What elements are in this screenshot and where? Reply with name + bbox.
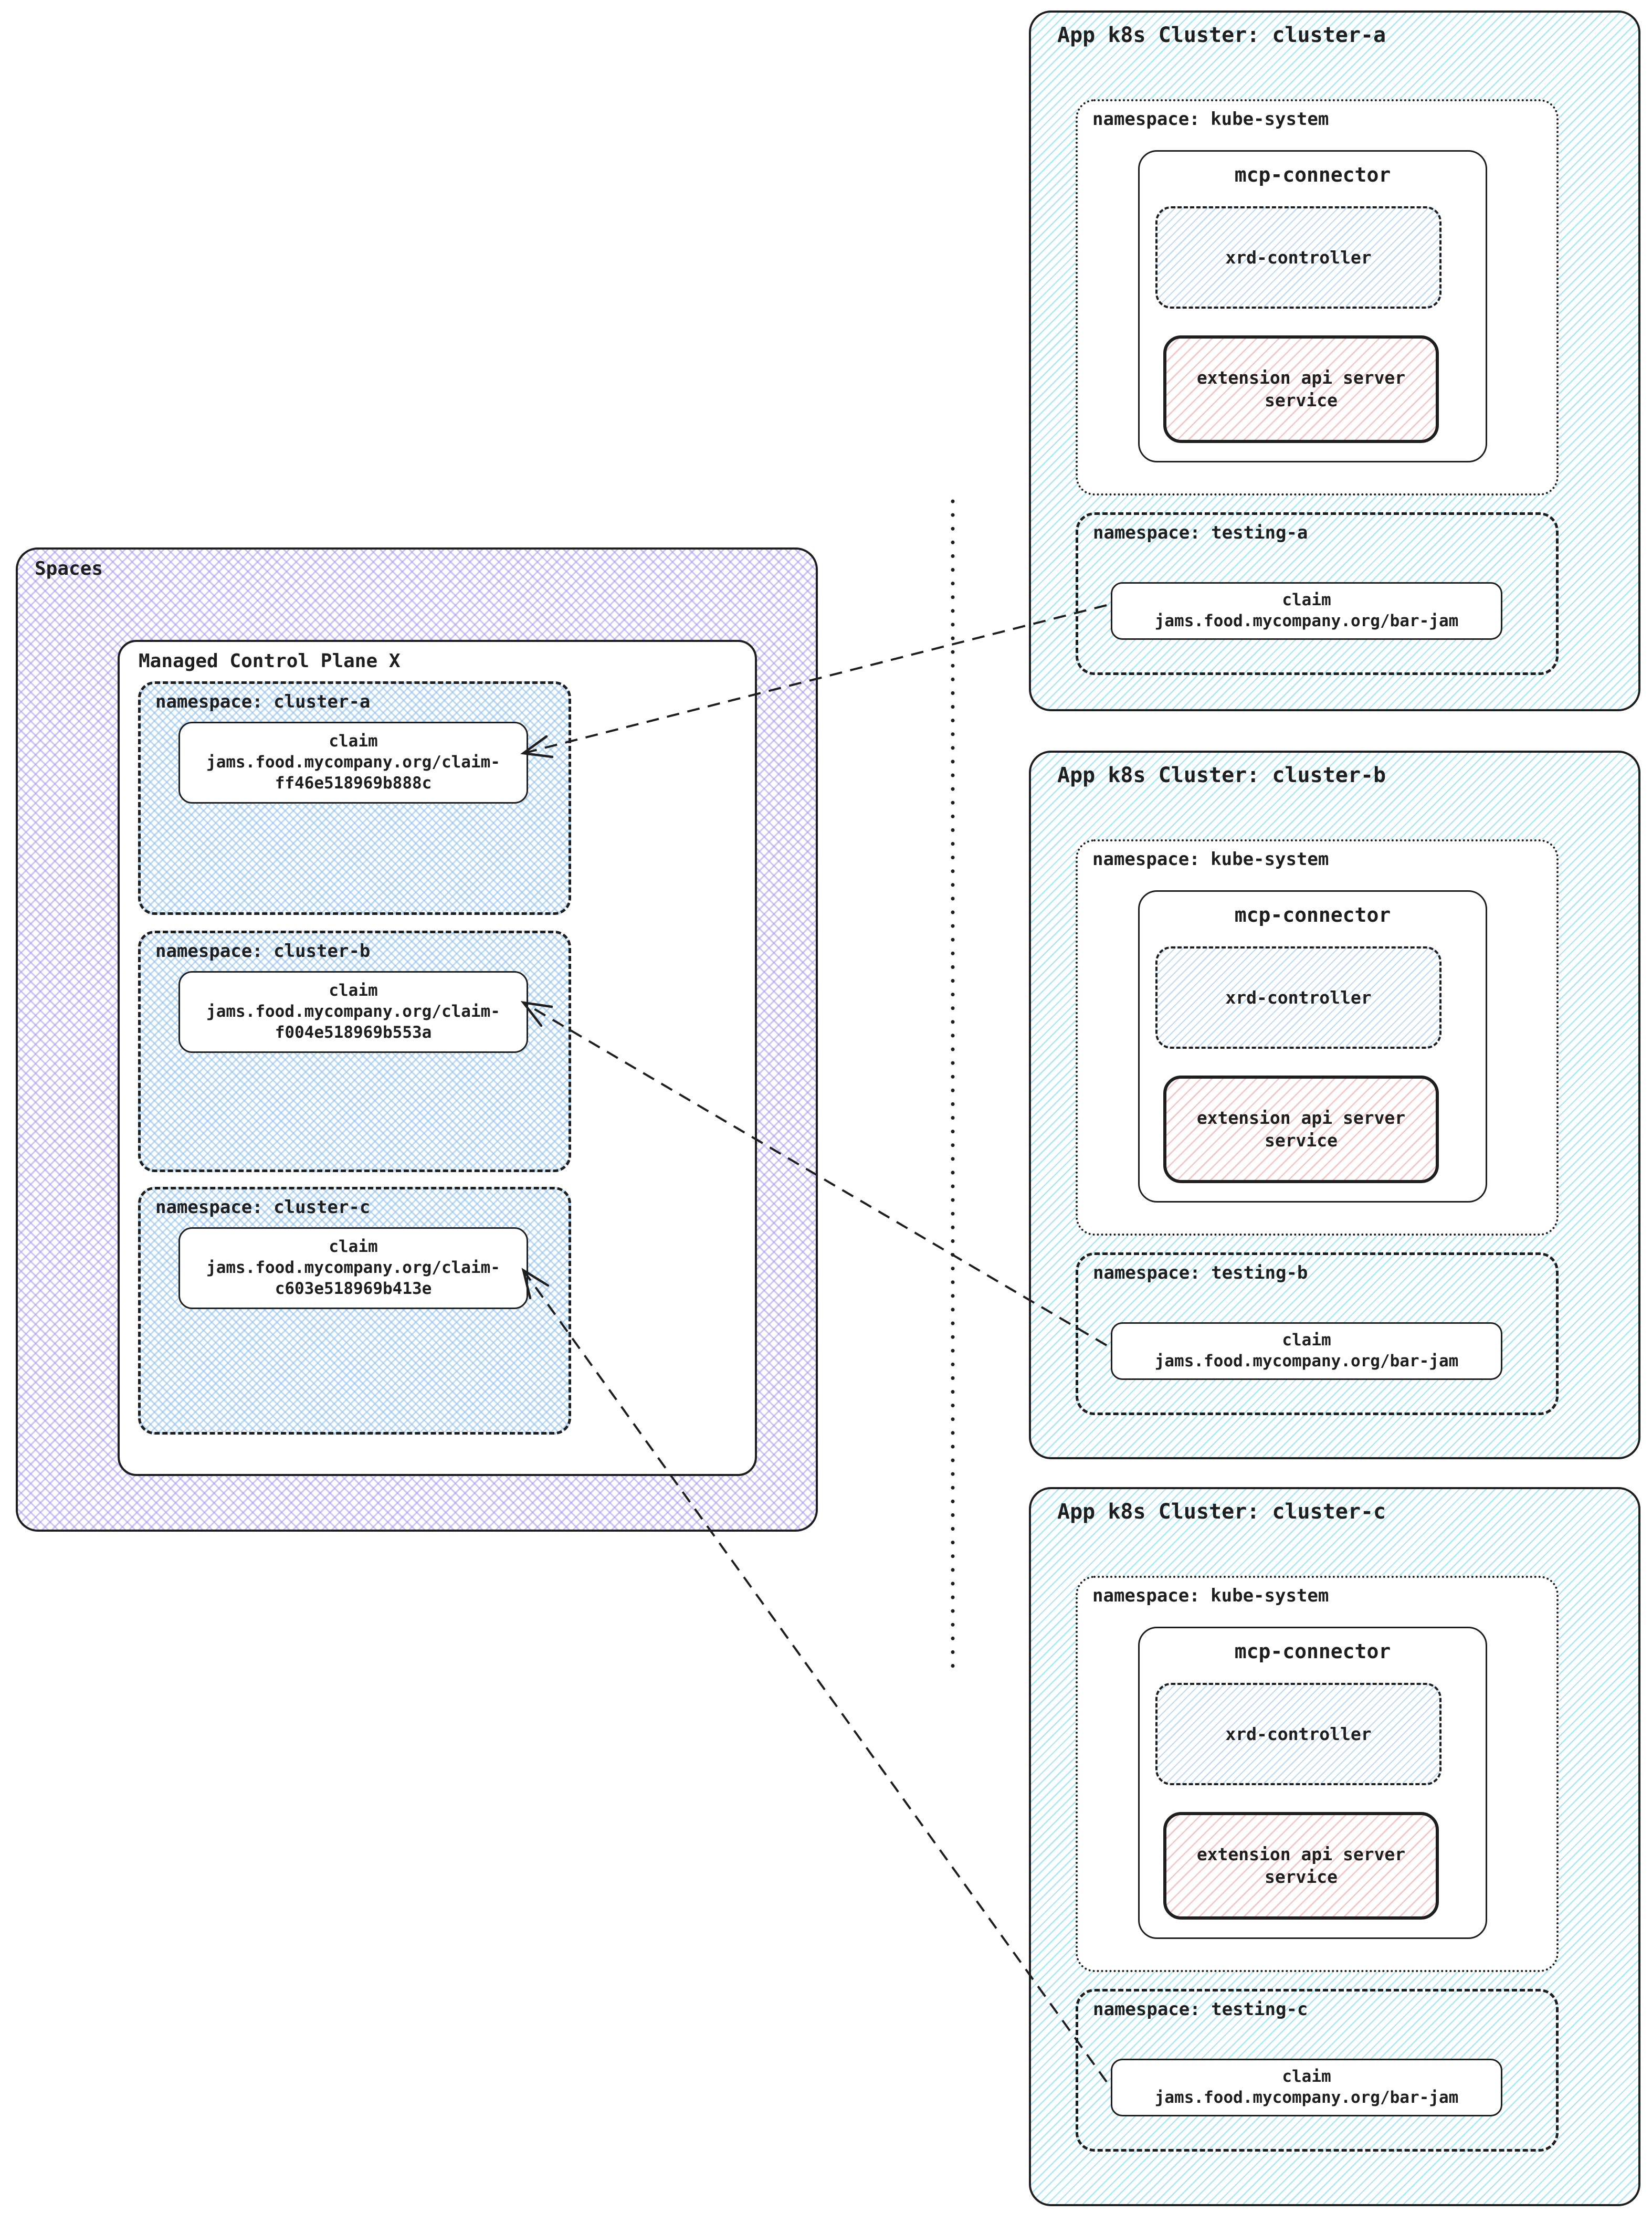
mcp-connector-box: mcp-connector xrd-controller extension a… bbox=[1138, 1627, 1487, 1939]
claim-title: claim bbox=[329, 732, 378, 751]
claim-name: jams.food.mycompany.org/claim-ff46e51896… bbox=[206, 753, 500, 793]
claim-title: claim bbox=[329, 981, 378, 1000]
kube-system-namespace-box: namespace: kube-system mcp-connector xrd… bbox=[1076, 839, 1559, 1236]
testing-namespace-box: namespace: testing-c claim jams.food.myc… bbox=[1076, 1989, 1559, 2152]
claim-title: claim bbox=[1282, 2067, 1331, 2087]
extension-api-server-label: extension api server service bbox=[1196, 1843, 1406, 1887]
xrd-controller-label: xrd-controller bbox=[1225, 1724, 1372, 1744]
claim-box: claim jams.food.mycompany.org/bar-jam bbox=[1111, 582, 1502, 640]
extension-api-server-box: extension api server service bbox=[1163, 1076, 1439, 1183]
claim-title: claim bbox=[1282, 1331, 1331, 1350]
extension-api-server-box: extension api server service bbox=[1163, 335, 1439, 443]
namespace-box-cluster-a: namespace: cluster-a claim jams.food.myc… bbox=[138, 681, 571, 915]
mcp-connector-title: mcp-connector bbox=[1234, 1640, 1391, 1663]
managed-control-plane-box: Managed Control Plane X namespace: clust… bbox=[118, 640, 757, 1476]
namespace-box-cluster-c: namespace: cluster-c claim jams.food.myc… bbox=[138, 1187, 571, 1435]
extension-api-server-label: extension api server service bbox=[1196, 367, 1406, 410]
namespace-label: namespace: kube-system bbox=[1092, 849, 1329, 870]
cluster-title: App k8s Cluster: cluster-b bbox=[1057, 763, 1386, 787]
spaces-box: Spaces Managed Control Plane X namespace… bbox=[16, 547, 818, 1532]
claim-name: jams.food.mycompany.org/bar-jam bbox=[1154, 612, 1459, 630]
mcp-connector-title: mcp-connector bbox=[1234, 163, 1391, 186]
xrd-controller-box: xrd-controller bbox=[1155, 1683, 1441, 1785]
namespace-label: namespace: kube-system bbox=[1092, 109, 1329, 130]
mcp-connector-box: mcp-connector xrd-controller extension a… bbox=[1138, 150, 1487, 462]
xrd-controller-label: xrd-controller bbox=[1225, 247, 1372, 268]
claim-box: claim jams.food.mycompany.org/bar-jam bbox=[1111, 1322, 1502, 1380]
testing-namespace-box: namespace: testing-a claim jams.food.myc… bbox=[1076, 512, 1559, 675]
claim-name: jams.food.mycompany.org/bar-jam bbox=[1154, 1352, 1459, 1371]
app-cluster-box-b: App k8s Cluster: cluster-b namespace: ku… bbox=[1029, 751, 1640, 1459]
extension-api-server-label: extension api server service bbox=[1196, 1107, 1406, 1151]
kube-system-namespace-box: namespace: kube-system mcp-connector xrd… bbox=[1076, 99, 1559, 496]
mcp-connector-title: mcp-connector bbox=[1234, 903, 1391, 926]
claim-box: claim jams.food.mycompany.org/bar-jam bbox=[1111, 2059, 1502, 2116]
cluster-title: App k8s Cluster: cluster-a bbox=[1057, 23, 1386, 47]
xrd-controller-box: xrd-controller bbox=[1155, 946, 1441, 1049]
extension-api-server-box: extension api server service bbox=[1163, 1812, 1439, 1920]
namespace-label: namespace: kube-system bbox=[1092, 1585, 1329, 1606]
mcp-connector-box: mcp-connector xrd-controller extension a… bbox=[1138, 890, 1487, 1203]
claim-name: jams.food.mycompany.org/claim-c603e51896… bbox=[206, 1258, 500, 1298]
claim-title: claim bbox=[1282, 591, 1331, 610]
namespace-label: namespace: cluster-c bbox=[155, 1197, 371, 1218]
xrd-controller-label: xrd-controller bbox=[1225, 987, 1372, 1008]
xrd-controller-box: xrd-controller bbox=[1155, 206, 1441, 309]
namespace-label: namespace: testing-c bbox=[1093, 1999, 1308, 2020]
claim-title: claim bbox=[329, 1237, 378, 1257]
kube-system-namespace-box: namespace: kube-system mcp-connector xrd… bbox=[1076, 1576, 1559, 1972]
app-cluster-box-c: App k8s Cluster: cluster-c namespace: ku… bbox=[1029, 1487, 1640, 2206]
app-cluster-box-a: App k8s Cluster: cluster-a namespace: ku… bbox=[1029, 10, 1640, 711]
namespace-label: namespace: testing-a bbox=[1093, 522, 1308, 543]
claim-name: jams.food.mycompany.org/bar-jam bbox=[1154, 2088, 1459, 2107]
namespace-box-cluster-b: namespace: cluster-b claim jams.food.myc… bbox=[138, 931, 571, 1172]
claim-box: claim jams.food.mycompany.org/claim-ff46… bbox=[178, 722, 528, 804]
namespace-label: namespace: cluster-a bbox=[155, 691, 371, 712]
namespace-label: namespace: testing-b bbox=[1093, 1262, 1308, 1283]
spaces-title: Spaces bbox=[35, 558, 103, 579]
namespace-label: namespace: cluster-b bbox=[155, 941, 371, 962]
claim-box: claim jams.food.mycompany.org/claim-c603… bbox=[178, 1227, 528, 1309]
managed-control-plane-title: Managed Control Plane X bbox=[139, 650, 401, 672]
claim-name: jams.food.mycompany.org/claim-f004e51896… bbox=[206, 1002, 500, 1042]
testing-namespace-box: namespace: testing-b claim jams.food.myc… bbox=[1076, 1252, 1559, 1415]
cluster-title: App k8s Cluster: cluster-c bbox=[1057, 1500, 1386, 1524]
claim-box: claim jams.food.mycompany.org/claim-f004… bbox=[178, 971, 528, 1053]
